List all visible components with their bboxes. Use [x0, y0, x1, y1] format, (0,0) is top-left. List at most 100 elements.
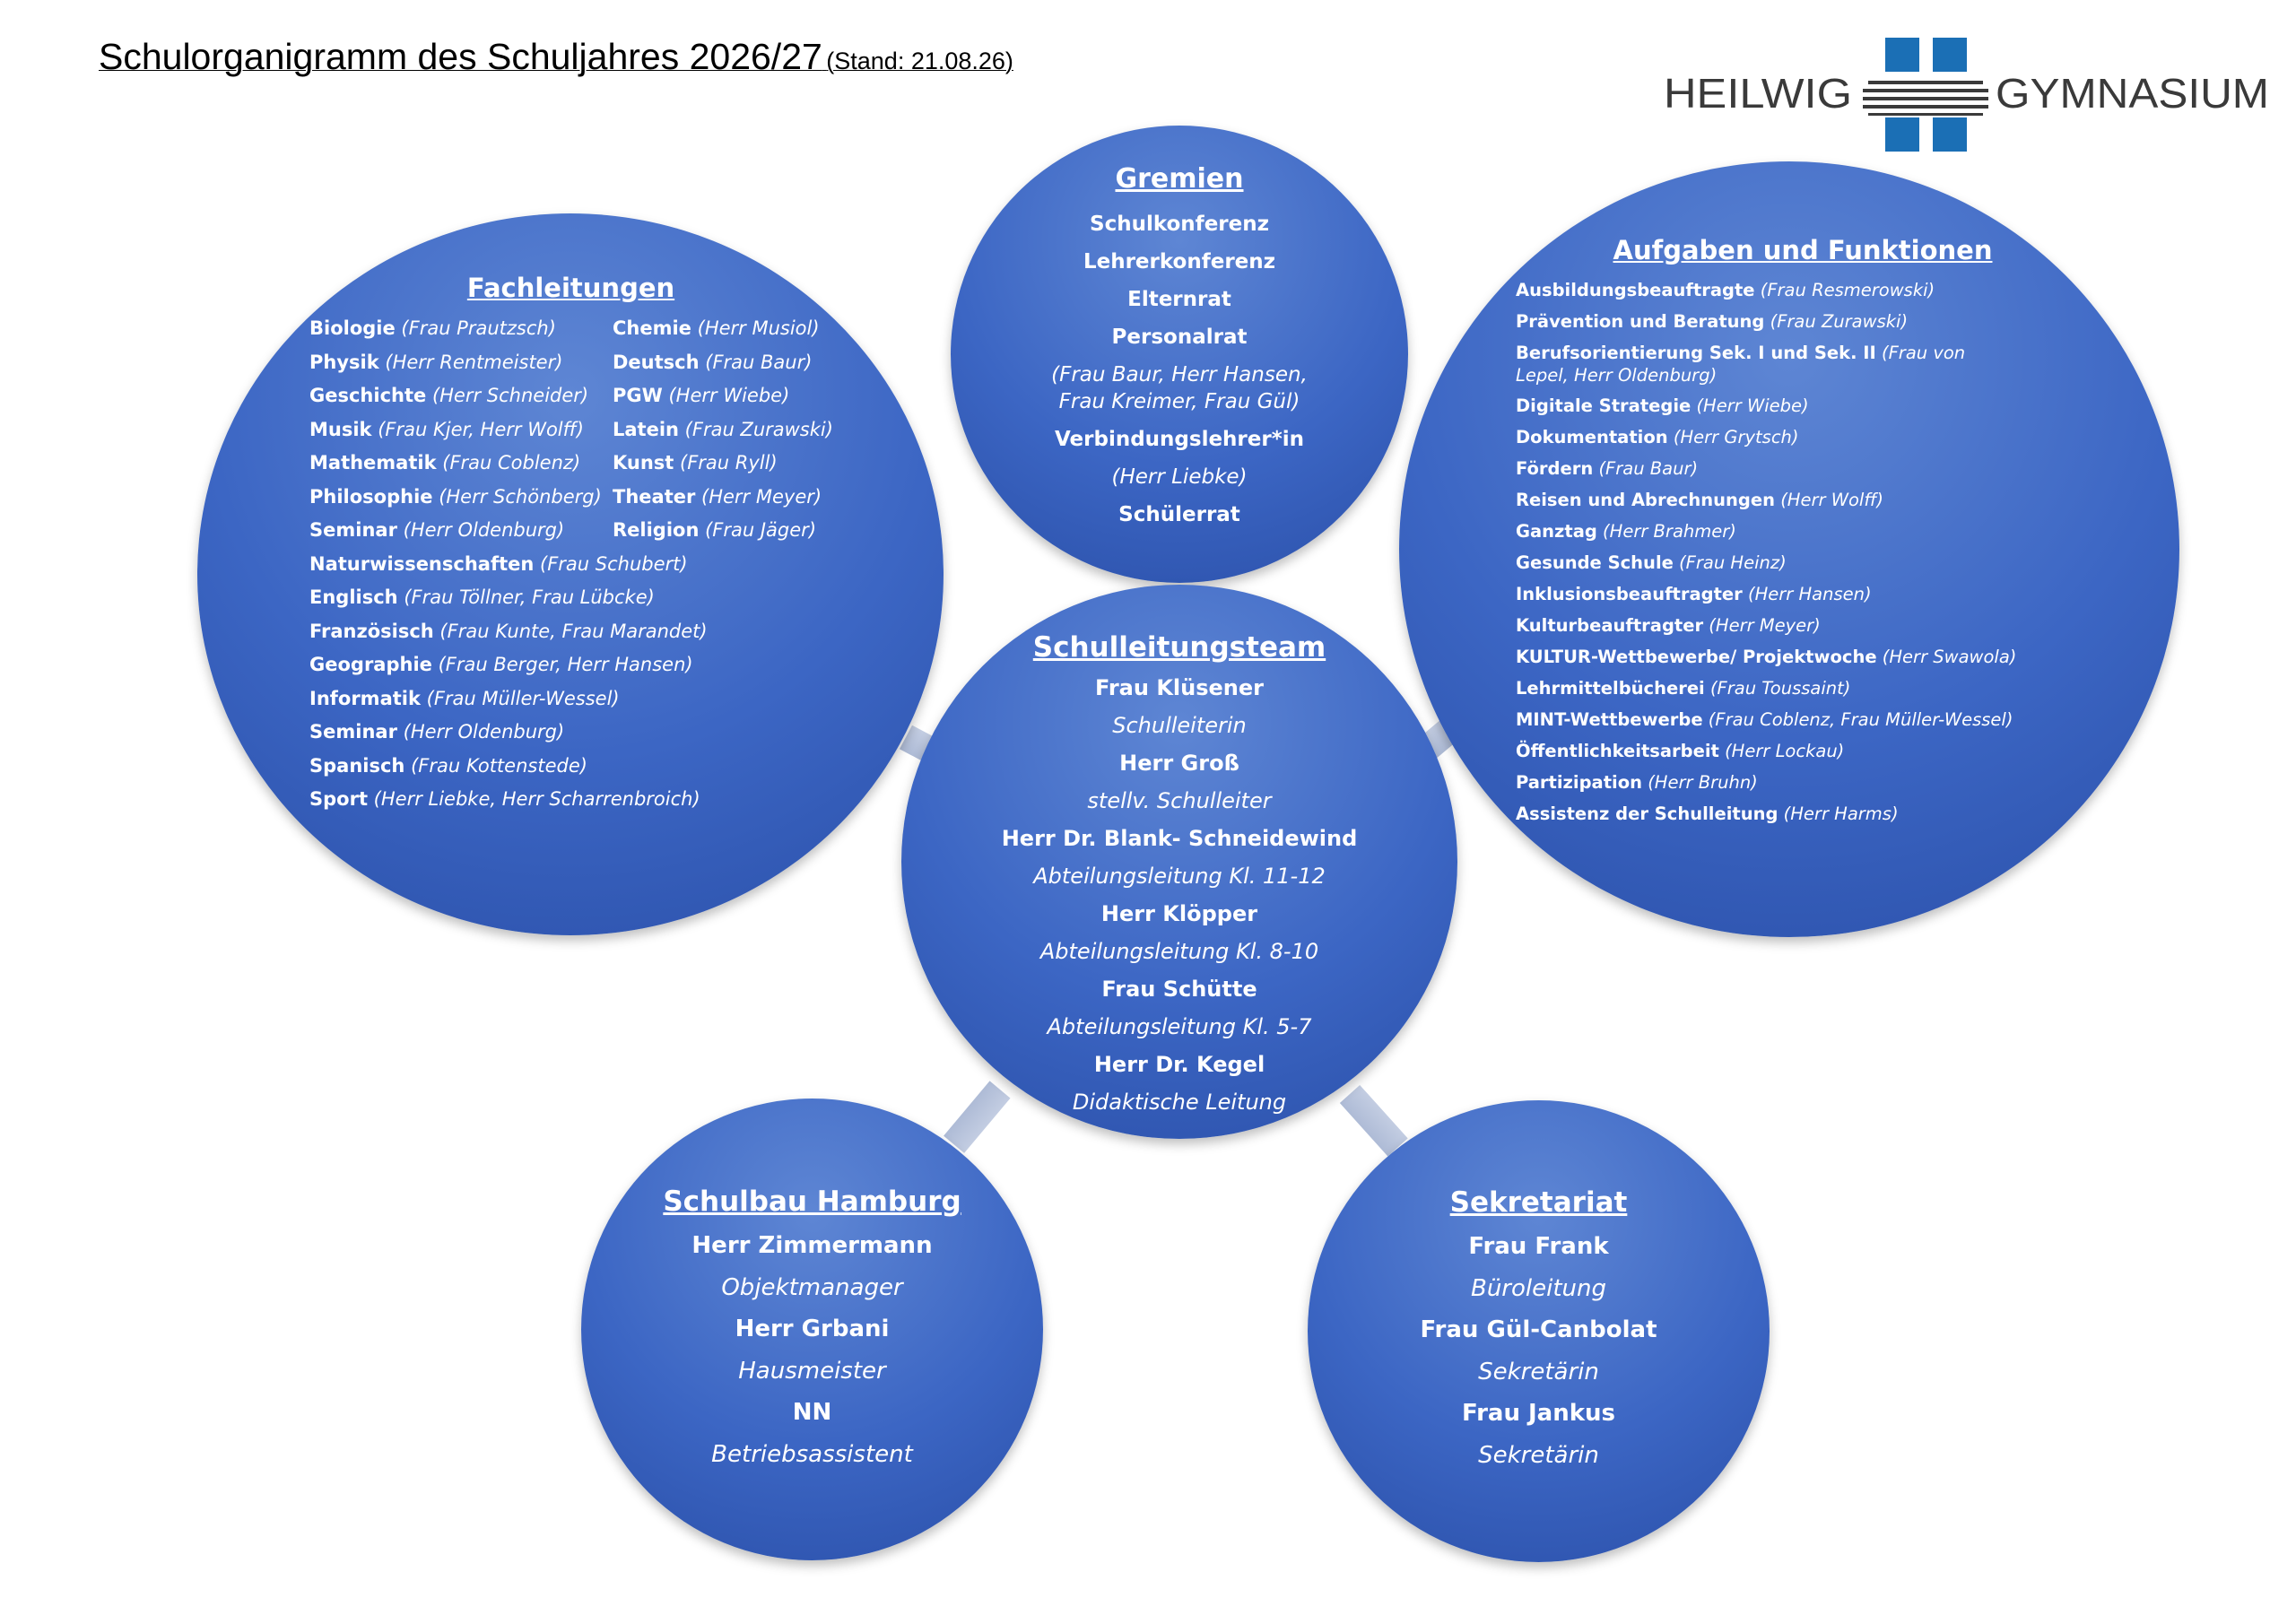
fachleitung-entry: Englisch (Frau Töllner, Frau Lübcke) — [309, 581, 944, 615]
aufgabe-task: Reisen und Abrechnungen — [1516, 490, 1775, 510]
aufgabe-task: Partizipation — [1516, 772, 1642, 793]
aufgabe-entry: MINT-Wettbewerbe (Frau Coblenz, Frau Mül… — [1516, 704, 2022, 735]
fach-subject: Theater — [613, 485, 696, 508]
fachleitung-entry: PGW (Herr Wiebe) — [613, 379, 882, 413]
fach-subject: Biologie — [309, 317, 396, 339]
fach-person: (Herr Oldenburg) — [403, 519, 565, 541]
aufgabe-task: Assistenz der Schulleitung — [1516, 803, 1779, 824]
aufgabe-person: (Herr Bruhn) — [1648, 772, 1758, 793]
fach-person: (Herr Schönberg) — [439, 485, 602, 508]
fach-subject: Sport — [309, 788, 368, 810]
schulleitung-item: Didaktische Leitung — [1072, 1090, 1287, 1115]
gremien-item: (Herr Liebke) — [1111, 465, 1248, 489]
gremien-item: Schülerrat — [1118, 503, 1240, 526]
logo-text-right: GYMNASIUM — [1996, 70, 2269, 117]
fachleitung-entry: Latein (Frau Zurawski) — [613, 413, 882, 447]
sekretariat-item: Büroleitung — [1470, 1274, 1606, 1302]
gremien-item: (Frau Baur, Herr Hansen, Frau Kreimer, F… — [1051, 363, 1308, 413]
fach-subject: PGW — [613, 385, 663, 406]
gremien-item: Personalrat — [1111, 326, 1248, 349]
fach-person: (Frau Müller-Wessel) — [426, 687, 620, 709]
fach-person: (Frau Kjer, Herr Wolff) — [378, 418, 584, 440]
schulbau-item: Herr Zimmermann — [691, 1232, 933, 1259]
fach-subject: Physik — [309, 351, 379, 373]
fach-subject: Latein — [613, 418, 679, 440]
fach-subject: Geschichte — [309, 385, 427, 406]
aufgabe-entry: Ausbildungsbeauftragte (Frau Resmerowski… — [1516, 274, 2022, 306]
fach-person: (Frau Ryll) — [680, 452, 778, 473]
fachleitung-entry: Deutsch (Frau Baur) — [613, 346, 882, 380]
fachleitung-entry: Sport (Herr Liebke, Herr Scharrenbroich) — [309, 783, 944, 817]
aufgabe-person: (Herr Harms) — [1783, 803, 1899, 824]
fachleitungen-circle: Fachleitungen Biologie (Frau Prautzsch)C… — [197, 213, 944, 935]
sekretariat-item: Sekretärin — [1478, 1441, 1599, 1469]
aufgabe-entry: Ganztag (Herr Brahmer) — [1516, 516, 2022, 547]
gremien-item: Verbindungslehrer*in — [1055, 428, 1304, 451]
fach-subject: Seminar — [309, 721, 397, 743]
fach-subject: Musik — [309, 418, 372, 440]
aufgabe-entry: Lehrmittelbücherei (Frau Toussaint) — [1516, 673, 2022, 704]
aufgabe-person: (Herr Meyer) — [1709, 615, 1821, 636]
fachleitung-entry: Chemie (Herr Musiol) — [613, 312, 882, 346]
aufgabe-person: (Herr Grytsch) — [1673, 427, 1799, 447]
aufgabe-task: Berufsorientierung Sek. I und Sek. II — [1516, 343, 1876, 363]
aufgabe-task: Digitale Strategie — [1516, 395, 1692, 416]
aufgabe-person: (Herr Lockau) — [1725, 741, 1845, 761]
fachleitung-entry: Physik (Herr Rentmeister) — [309, 346, 613, 380]
fachleitungen-title: Fachleitungen — [466, 273, 675, 303]
fach-subject: Kunst — [613, 452, 674, 473]
schulleitung-item: Herr Dr. Blank- Schneidewind — [1001, 826, 1358, 851]
fach-subject: Geographie — [309, 654, 432, 675]
fachleitung-entry: Philosophie (Herr Schönberg) — [309, 481, 613, 515]
aufgabe-task: Ganztag — [1516, 521, 1597, 542]
school-logo: HEILWIG GYMNASIUM — [1664, 38, 2269, 152]
aufgabe-entry: Reisen und Abrechnungen (Herr Wolff) — [1516, 484, 2022, 516]
aufgaben-circle: Aufgaben und Funktionen Ausbildungsbeauf… — [1399, 161, 2179, 937]
aufgabe-person: (Frau Resmerowski) — [1760, 280, 1935, 300]
fach-person: (Frau Töllner, Frau Lübcke) — [404, 586, 655, 608]
schulleitung-item: Abteilungsleitung Kl. 8-10 — [1039, 939, 1319, 964]
schulleitung-item: Abteilungsleitung Kl. 5-7 — [1047, 1014, 1312, 1039]
fach-person: (Frau Kottenstede) — [411, 754, 587, 777]
schulleitung-item: stellv. Schulleiter — [1087, 788, 1272, 813]
aufgabe-entry: Prävention und Beratung (Frau Zurawski) — [1516, 306, 2022, 337]
aufgabe-entry: Inklusionsbeauftragter (Herr Hansen) — [1516, 578, 2022, 610]
fachleitung-entry: Naturwissenschaften (Frau Schubert) — [309, 548, 944, 582]
fachleitung-entry: Französisch (Frau Kunte, Frau Marandet) — [309, 615, 944, 649]
aufgabe-entry: Dokumentation (Herr Grytsch) — [1516, 421, 2022, 453]
fachleitung-entry: Mathematik (Frau Coblenz) — [309, 447, 613, 481]
aufgabe-person: (Herr Hansen) — [1747, 584, 1872, 604]
logo-text-left: HEILWIG — [1664, 70, 1852, 117]
fach-person: (Frau Schubert) — [540, 552, 688, 575]
aufgabe-entry: KULTUR-Wettbewerbe/ Projektwoche (Herr S… — [1516, 641, 2022, 673]
fach-subject: Religion — [613, 519, 700, 541]
fachleitungen-list-single: Naturwissenschaften (Frau Schubert)Engli… — [309, 548, 944, 817]
schulleitung-item: Schulleiterin — [1112, 713, 1247, 738]
schulbau-title: Schulbau Hamburg — [663, 1185, 961, 1218]
aufgabe-entry: Öffentlichkeitsarbeit (Herr Lockau) — [1516, 735, 2022, 767]
schulbau-item: Hausmeister — [738, 1357, 886, 1385]
schulleitung-item: Abteilungsleitung Kl. 11-12 — [1033, 864, 1326, 889]
aufgabe-person: (Herr Wiebe) — [1696, 395, 1809, 416]
sekretariat-item: Sekretärin — [1478, 1358, 1599, 1385]
fach-subject: Chemie — [613, 317, 691, 339]
page-title: Schulorganigramm des Schuljahres 2026/27… — [99, 36, 1013, 78]
fachleitung-entry: Musik (Frau Kjer, Herr Wolff) — [309, 413, 613, 447]
sekretariat-item: Frau Jankus — [1461, 1400, 1616, 1427]
fach-subject: Französisch — [309, 620, 434, 642]
fachleitung-entry: Biologie (Frau Prautzsch) — [309, 312, 613, 346]
sekretariat-item: Frau Frank — [1468, 1233, 1609, 1260]
logo-mark-icon — [1863, 38, 1988, 152]
fach-person: (Frau Prautzsch) — [401, 317, 556, 339]
fach-person: (Herr Rentmeister) — [385, 351, 563, 373]
fachleitung-entry: Religion (Frau Jäger) — [613, 514, 882, 548]
schulleitung-item: Herr Klöpper — [1100, 901, 1258, 926]
gremien-item: Elternrat — [1127, 288, 1231, 311]
aufgabe-task: Prävention und Beratung — [1516, 311, 1765, 332]
